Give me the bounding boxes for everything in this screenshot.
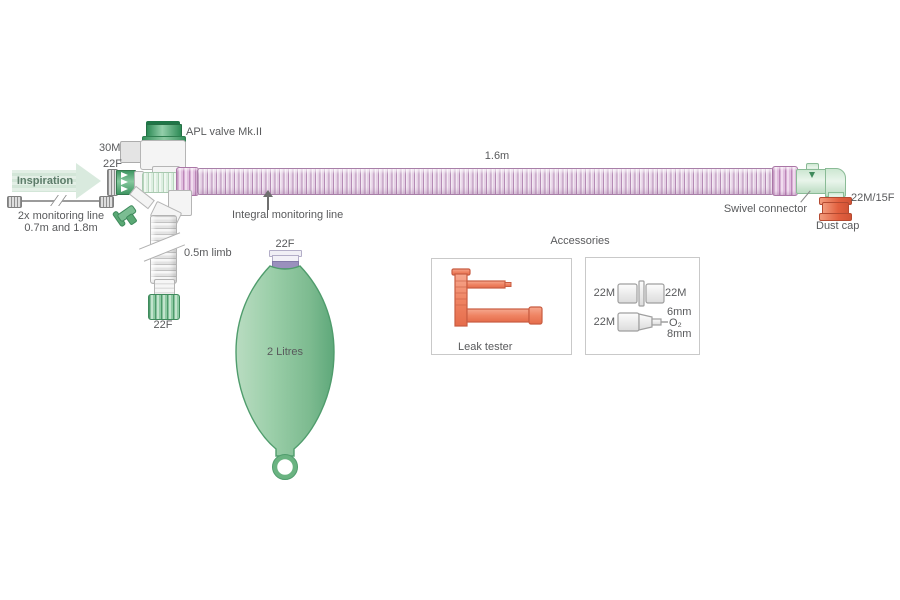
leak-tester-drawing <box>451 268 543 327</box>
adapter-o2-8mm-label: 8mm <box>667 328 692 340</box>
bag-volume-label: 2 Litres <box>266 346 304 358</box>
adapter-o2-gas-label: O₂ <box>669 317 682 329</box>
pointer-arrow-head-icon <box>263 190 273 197</box>
main-tube-1-6m <box>197 168 774 195</box>
monitoring-line-connector-right <box>99 196 114 208</box>
inspiration-label: Inspiration <box>16 175 74 187</box>
apl-valve-body <box>140 140 186 170</box>
monitoring-line-connector-left <box>7 196 22 208</box>
swivel-connector-label: Swivel connector <box>723 203 807 215</box>
flow-arrow-icon <box>121 172 128 178</box>
tube-cuff-right <box>772 166 798 196</box>
leak-tester-box: Leak tester <box>431 258 572 355</box>
integral-line-label: Integral monitoring line <box>232 209 344 221</box>
adapters-box: 22M 22M 22M 6mm O₂ 8mm <box>585 257 700 355</box>
accessories-title: Accessories <box>550 235 610 247</box>
limb-end-22f-label: 22F <box>153 319 173 331</box>
inspiration-arrow-head <box>76 163 101 199</box>
leak-tester-label: Leak tester <box>458 341 513 353</box>
port-30m-label: 30M <box>99 142 121 154</box>
bag-connector-label: 22F <box>275 238 295 250</box>
adapter-22m-left-label: 22M <box>593 287 615 299</box>
adapter-o2-22m-label: 22M <box>593 316 615 328</box>
adapters-drawing <box>617 280 668 332</box>
swivel-marker-icon <box>809 172 815 178</box>
reservoir-bag <box>235 265 335 480</box>
patient-end-label: 22M/15F <box>851 192 895 204</box>
dust-cap-label: Dust cap <box>816 220 860 232</box>
adapter-o2-6mm-label: 6mm <box>667 306 692 318</box>
adapter-22m-right-label: 22M <box>665 287 687 299</box>
dust-cap-bottom-flange <box>819 213 852 221</box>
apl-valve-label: APL valve Mk.II <box>186 126 263 138</box>
monitoring-line-lengths: 0.7m and 1.8m <box>24 222 98 234</box>
luer-elbow-port <box>112 205 137 227</box>
flow-arrow-icon <box>121 186 128 192</box>
flow-arrow-icon <box>121 179 128 185</box>
inspiration-arrow-body <box>12 170 76 192</box>
tube-length-label: 1.6m <box>484 150 510 162</box>
monitoring-line-label: 2x monitoring line <box>17 210 105 222</box>
inlet-22f-label: 22F <box>103 158 122 170</box>
pointer-arrow-stem <box>267 197 269 210</box>
limb-end-22f-connector <box>148 294 180 320</box>
limb-length-label: 0.5m limb <box>184 247 232 259</box>
